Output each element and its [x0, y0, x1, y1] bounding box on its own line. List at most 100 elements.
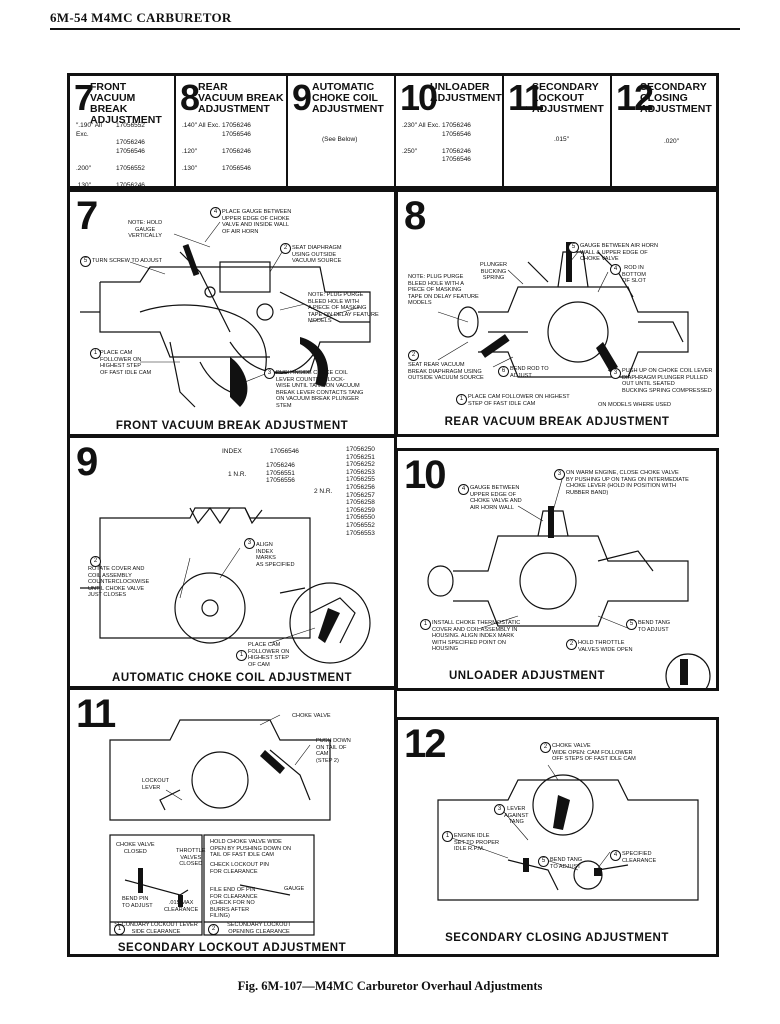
- note-bend-tang: BEND TANG TO ADJUST: [638, 620, 671, 633]
- spec-col-12: 12 SECONDARY CLOSING ADJUSTMENT .020″: [612, 76, 716, 186]
- spec-row: ″.190″ All Exc.17056552: [76, 122, 145, 139]
- spec-title: UNLOADER ADJUSTMENT: [430, 81, 502, 104]
- spec-row-part: 17056246: [116, 181, 145, 187]
- spec-row-label: [76, 173, 116, 182]
- note-throttle-closed: THROTTLE VALVES CLOSED: [176, 848, 206, 868]
- callout-2: 2: [280, 243, 291, 254]
- note-engine-idle: ENGINE IDLE SET TO PROPER IDLE R.P.M.: [454, 833, 500, 853]
- spec-row: 17056546: [182, 131, 251, 140]
- index-value: 17056546: [270, 448, 299, 455]
- spec-row-part: 17056546: [116, 147, 145, 155]
- spec-row: .250″17056246: [402, 148, 471, 157]
- spec-row-part: 17056546: [222, 164, 251, 172]
- spec-row-part: 17056552: [116, 164, 145, 172]
- panel-title: AUTOMATIC CHOKE COIL ADJUSTMENT: [112, 672, 352, 684]
- spec-row: 17056546: [402, 131, 471, 140]
- note-lever-against-tang: LEVER AGAINST TANG: [504, 806, 529, 826]
- spec-row-part: 17056246: [442, 147, 471, 155]
- callout-3: 3: [264, 368, 275, 379]
- spec-row: .230″ All Exc.17056246: [402, 122, 471, 131]
- part-number: 17056556: [266, 477, 295, 485]
- note-lockout-lever: LOCKOUT LEVER: [142, 778, 170, 791]
- spec-row: 17056546: [402, 156, 471, 165]
- note-hold-throttle: HOLD THROTTLE VALVES WIDE OPEN: [578, 640, 633, 653]
- spec-row-label: .130″: [76, 181, 91, 187]
- panel-rear-vacuum-break: 8 5 GAUGE BETWEEN AIR HORN WALL &: [395, 189, 719, 437]
- spec-col-11: 11 SECONDARY LOCKOUT ADJUSTMENT .015″: [504, 76, 612, 186]
- callout-6: 6: [498, 366, 509, 377]
- spec-row-label: [182, 131, 222, 140]
- callout-3: 3: [244, 538, 255, 549]
- callout-3: 3: [554, 469, 565, 480]
- note-gauge-between: GAUGE BETWEEN UPPER EDGE OF CHOKE VALVE …: [470, 485, 522, 511]
- part-number: 17056258: [346, 499, 375, 507]
- panel-number: 10: [404, 453, 446, 497]
- note-check-pin: CHECK LOCKOUT PIN FOR CLEARANCE: [210, 862, 269, 875]
- note-choke-wide-open: CHOKE VALVE WIDE OPEN: CAM FOLLOWER OFF …: [552, 743, 636, 763]
- index-label: INDEX: [222, 448, 242, 455]
- note-bend-pin: BEND PIN TO ADJUST: [122, 896, 153, 909]
- note-push-up: PUSH UP ON CHOKE COIL LEVER DIAPHRAGM PL…: [622, 368, 713, 394]
- spec-row-part: [222, 139, 224, 148]
- front-vacuum-break-illustration: [80, 221, 371, 408]
- callout-4: 4: [458, 484, 469, 495]
- spec-row-label: [182, 156, 222, 165]
- note-plug-purge: NOTE: PLUG PURGE BLEED HOLE WITH A PIECE…: [408, 274, 479, 307]
- panel-title: UNLOADER ADJUSTMENT: [448, 670, 606, 682]
- panel-number: 8: [404, 194, 426, 238]
- n2-label: 2 N.R.: [314, 488, 333, 495]
- spec-row-part: 17056546: [222, 130, 251, 138]
- note-install-choke: INSTALL CHOKE THERMOSTATIC COVER AND COI…: [432, 620, 521, 653]
- spec-row: .120″17056246: [182, 148, 251, 157]
- callout-4: 4: [610, 264, 621, 275]
- part-number: 17056551: [266, 469, 295, 477]
- part-number: 17056259: [346, 506, 375, 514]
- callout-5: 5: [626, 619, 637, 630]
- spec-row: .200″ 17056552: [76, 165, 145, 174]
- choke-coil-illustration: [80, 506, 371, 664]
- spec-row-label: .130″: [182, 164, 197, 172]
- spec-row-part: [442, 139, 444, 148]
- spec-row-label: [182, 139, 222, 148]
- spec-row-part: 17056246: [222, 122, 251, 129]
- spec-row-label: [76, 139, 116, 148]
- callout-1: 1: [456, 394, 467, 405]
- note-place-cam: PLACE CAM FOLLOWER ON HIGHEST STEP OF FA…: [100, 350, 152, 376]
- unloader-illustration: [427, 475, 711, 688]
- spec-num: 8: [180, 77, 200, 118]
- spec-row: .130″ 17056546: [182, 165, 251, 174]
- callout-4: 4: [210, 207, 221, 218]
- note-file-pin: FILE END OF PIN FOR CLEARANCE (CHECK FOR…: [210, 887, 258, 920]
- secondary-lockout-illustration: [109, 714, 331, 936]
- note-hold-gauge: NOTE: HOLD GAUGE VERTICALLY: [128, 220, 163, 240]
- spec-row: .130″ 17056246: [76, 182, 145, 187]
- part-number: 17056550: [346, 514, 375, 522]
- callout-2: 2: [540, 742, 551, 753]
- note-choke-valve: CHOKE VALVE: [292, 713, 331, 719]
- n1-label: 1 N.R.: [228, 471, 247, 478]
- spec-row: [76, 156, 145, 165]
- callout-5: 5: [538, 856, 549, 867]
- note-gauge: GAUGE: [284, 886, 305, 892]
- part-number: 17056250: [346, 446, 375, 453]
- panel-title: FRONT VACUUM BREAK ADJUSTMENT: [115, 420, 349, 432]
- note-place-cam: PLACE CAM FOLLOWER ON HIGHEST STEP OF FA…: [468, 394, 570, 407]
- spec-row-label: [402, 139, 442, 148]
- note-place-cam: PLACE CAM FOLLOWER ON HIGHEST STEP OF CA…: [248, 642, 290, 668]
- callout-1: 1: [420, 619, 431, 630]
- secondary-closing-illustration: [437, 764, 699, 901]
- spec-row-part: 17056546: [442, 130, 471, 138]
- part-number: 17056251: [346, 453, 375, 461]
- spec-title: SECONDARY CLOSING ADJUSTMENT: [640, 81, 712, 115]
- spec-row-label: [76, 148, 116, 157]
- panel-title: REAR VACUUM BREAK ADJUSTMENT: [444, 416, 670, 428]
- spec-row-label: .200″: [76, 164, 91, 172]
- note-bend-rod: BEND ROD TO ADJUST: [510, 366, 549, 379]
- note-plunger-spring: PLUNGER BUCKING SPRING: [480, 262, 508, 282]
- note-rod-in-bottom: ROD IN BOTTOM OF SLOT: [622, 265, 646, 285]
- spec-row-part: 17056546: [442, 156, 471, 163]
